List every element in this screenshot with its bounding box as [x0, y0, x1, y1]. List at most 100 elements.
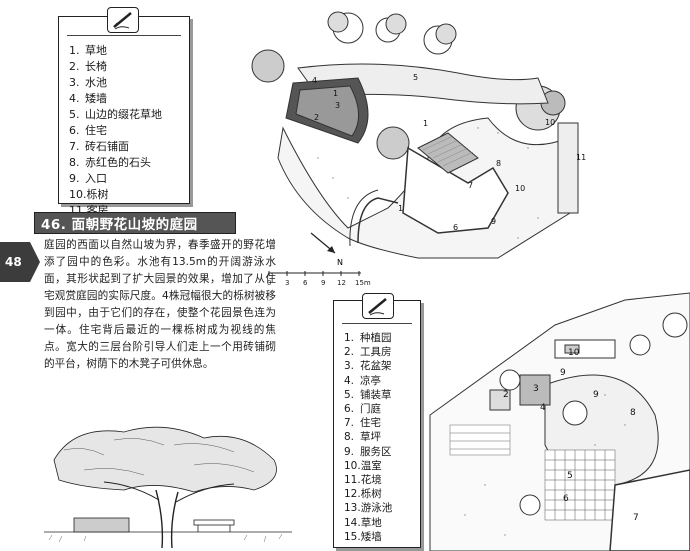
plan-label: 7 [468, 181, 473, 190]
legend-item: 10.温室 [344, 459, 392, 473]
legend-item-number: 5. [344, 388, 355, 401]
plan-label: 11 [576, 153, 586, 162]
plan-label: 4 [312, 76, 317, 85]
legend-item-number: 10. [69, 188, 87, 201]
legend-item-label: 游泳池 [360, 502, 393, 515]
legend-item: 1.草地 [69, 43, 162, 59]
divider [342, 323, 412, 324]
legend-item-label: 矮墙 [360, 530, 382, 543]
plan-label: 6 [563, 494, 569, 504]
plan-label: 2 [314, 113, 319, 122]
legend-item-label: 入口 [85, 172, 107, 185]
legend-item-label: 长椅 [85, 60, 107, 73]
legend-item-number: 8. [69, 156, 80, 169]
legend-item: 6.住宅 [69, 123, 162, 139]
section-body-text: 庭园的西面以自然山坡为界，春季盛开的野花增添了园中的色彩。水池有13.5m的开阔… [44, 239, 276, 370]
plan-label: 8 [630, 408, 636, 418]
legend-item-number: 9. [344, 445, 355, 458]
legend-item-label: 草坪 [360, 431, 381, 444]
legend-item: 11.花境 [344, 473, 392, 487]
legend-item: 2. 工具房 [344, 345, 392, 359]
legend-item-label: 草地 [85, 44, 107, 57]
legend-item: 4.凉亭 [344, 374, 392, 388]
divider [67, 35, 181, 36]
legend-item: 15.矮墙 [344, 530, 392, 544]
page-number: 48 [5, 255, 22, 269]
scale-bar: 0 3 6 9 12 15m [267, 271, 371, 287]
plan-label: 8 [496, 159, 501, 168]
plan-labels-bottom: 10 9 2 3 4 9 8 5 6 7 [503, 348, 639, 523]
legend-item-number: 4. [344, 374, 355, 387]
plan-label: 6 [453, 223, 458, 232]
pencil-icon [362, 293, 394, 319]
legend-item-label: 草地 [360, 516, 382, 529]
legend-item: 10.栎树 [69, 187, 162, 203]
legend-item: 13.游泳池 [344, 501, 392, 515]
legend-item-label: 砖石铺面 [85, 140, 129, 153]
legend-item-label: 服务区 [360, 445, 392, 458]
legend-item: 7. 住宅 [344, 416, 392, 430]
legend-item: 6. 门庭 [344, 402, 392, 416]
legend-item-number: 2. [344, 346, 355, 359]
legend-item-number: 15. [344, 530, 361, 543]
section-title-bar: 46. 面朝野花山坡的庭园 [34, 212, 236, 234]
legend-item: 14.草地 [344, 516, 392, 530]
legend-item: 9.入口 [69, 171, 162, 187]
legend-item-number: 3. [69, 76, 80, 89]
plan-label: 1 [398, 204, 403, 213]
legend-item-label: 矮墙 [85, 92, 107, 105]
legend-item: 4. 矮墙 [69, 91, 162, 107]
plan-label: 9 [593, 390, 599, 400]
legend-item-number: 4. [69, 92, 80, 105]
plan-labels-top: 1 2 3 4 5 1 10 11 8 10 1 6 7 9 [312, 73, 586, 232]
legend-item-number: 6. [344, 403, 355, 416]
plan-label: 10 [568, 348, 580, 358]
plan-label: 5 [413, 73, 418, 82]
legend-item-label: 工具房 [360, 346, 392, 359]
site-plan-top: 1 2 3 4 5 1 10 11 8 10 1 6 7 9 N [251, 11, 586, 267]
scale-tick: 3 [285, 279, 289, 287]
legend-item: 2.长椅 [69, 59, 162, 75]
north-label: N [337, 258, 343, 267]
legend-item-label: 种植园 [360, 332, 392, 344]
legend-item: 8. 赤红色的石头 [69, 155, 162, 171]
legend-item-label: 门庭 [360, 403, 381, 416]
legend-item: 5. 山边的缀花草地 [69, 107, 162, 123]
page-number-tab: 48 [0, 242, 40, 282]
legend-item-number: 11. [344, 474, 361, 487]
legend-item: 1. 种植园 [344, 331, 392, 345]
legend-item: 9. 服务区 [344, 445, 392, 459]
plan-label: 1 [423, 119, 428, 128]
plan-label: 9 [560, 368, 566, 378]
legend-item-label: 住宅 [360, 417, 381, 430]
legend-item-number: 7. [344, 417, 355, 430]
legend-item-label: 住宅 [85, 124, 107, 137]
legend-item: 3.花盆架 [344, 359, 392, 373]
legend-item: 3.水池 [69, 75, 162, 91]
garden-perspective-sketch [44, 426, 292, 548]
legend-item-number: 13. [344, 502, 361, 515]
legend-item-label: 花境 [360, 474, 382, 487]
plan-label: 10 [515, 184, 525, 193]
legend-item-number: 5. [69, 108, 80, 121]
legend-item: 8. 草坪 [344, 430, 392, 444]
legend-item: 7. 砖石铺面 [69, 139, 162, 155]
section-title: 46. 面朝野花山坡的庭园 [41, 217, 198, 233]
legend-item: 5.铺装草 [344, 388, 392, 402]
legend-item-label: 花盆架 [360, 360, 392, 373]
scale-tick: 9 [321, 279, 325, 287]
legend-item-number: 12. [344, 488, 361, 501]
pencil-icon [107, 7, 139, 33]
legend-item-label: 赤红色的石头 [85, 156, 151, 169]
legend-item-label: 山边的缀花草地 [85, 108, 162, 121]
legend-item-number: 7. [69, 140, 80, 153]
legend-item: 12.栎树 [344, 487, 392, 501]
legend-item-number: 1. [344, 332, 355, 344]
legend-item-number: 8. [344, 431, 355, 444]
scale-tick: 12 [337, 279, 346, 287]
site-plan-bottom: 10 9 2 3 4 9 8 5 6 7 [429, 292, 690, 551]
plan-label: 2 [503, 390, 509, 400]
